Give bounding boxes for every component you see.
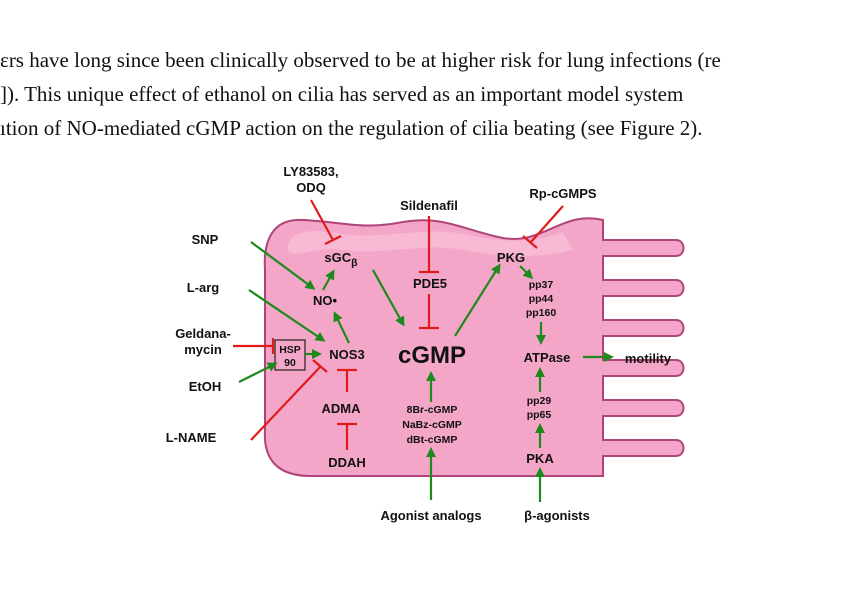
label-pp65: pp65: [527, 409, 552, 421]
label-no: NO•: [313, 293, 338, 308]
label-hsp: HSP: [279, 344, 301, 356]
label-geldanamycin-2: mycin: [184, 342, 222, 357]
label-nos3: NOS3: [329, 347, 364, 362]
label-pp37: pp37: [529, 279, 554, 291]
label-cgmp: cGMP: [398, 342, 466, 369]
label-agonist-analogs: Agonist analogs: [380, 508, 481, 523]
arrow-no-sgc: [322, 269, 335, 291]
label-adma: ADMA: [322, 401, 362, 416]
cell-body: [263, 217, 685, 477]
inhibition-arrows: [233, 199, 564, 450]
arrow-pkg-pp37: [519, 265, 534, 280]
inhibit-ly-sgc: [310, 199, 334, 241]
label-snp: SNP: [192, 232, 219, 247]
label-8br-cgmp: 8Br-cGMP: [407, 404, 458, 416]
arrow-snp-no: [250, 241, 316, 290]
label-motility: motility: [625, 351, 672, 366]
label-atpase: ATPase: [524, 350, 571, 365]
label-beta-agonists: β-agonists: [524, 508, 590, 523]
label-nabz-cgmp: NaBz-cGMP: [402, 419, 462, 431]
arrow-cgmp-pkg: [454, 263, 501, 337]
label-ddah: DDAH: [328, 455, 366, 470]
label-l-name: L-NAME: [166, 430, 217, 445]
activation-arrows: [238, 241, 614, 502]
label-pde5: PDE5: [413, 276, 447, 291]
label-pp160: pp160: [526, 307, 557, 319]
label-pp29: pp29: [527, 395, 552, 407]
label-hsp-90: 90: [284, 357, 296, 369]
label-pp44: pp44: [529, 293, 554, 305]
arrow-larg-nos3: [248, 289, 326, 342]
label-ly83583: LY83583,: [283, 164, 338, 179]
text-line-1: ɛrs have long since been clinically obse…: [0, 48, 721, 72]
label-pkg: PKG: [497, 250, 525, 265]
label-sildenafil: Sildenafil: [400, 198, 458, 213]
cell-highlight: [287, 231, 573, 257]
label-pka: PKA: [526, 451, 554, 466]
text-line-2: ]). This unique effect of ethanol on cil…: [0, 82, 684, 106]
arrow-etoh-hsp: [238, 362, 278, 383]
label-etoh: EtOH: [189, 379, 222, 394]
inhibit-lname-nos3: [250, 365, 322, 441]
label-l-arg: L-arg: [187, 280, 220, 295]
label-odq: ODQ: [296, 180, 326, 195]
label-dbt-cgmp: dBt-cGMP: [407, 434, 458, 446]
label-geldanamycin-1: Geldana-: [175, 326, 231, 341]
inhibit-rp-pkg: [530, 205, 564, 243]
arrow-sgc-cgmp: [372, 269, 405, 327]
cilia-signaling-diagram: LY83583, ODQ Sildenafil Rp-cGMPS SNP sGC…: [163, 160, 704, 526]
text-line-3: ıtion of NO-mediated cGMP action on the …: [0, 116, 703, 140]
label-rp-cgmps: Rp-cGMPS: [529, 186, 597, 201]
label-sgc: sGCβ: [324, 250, 358, 269]
arrow-nos3-no: [333, 311, 350, 344]
